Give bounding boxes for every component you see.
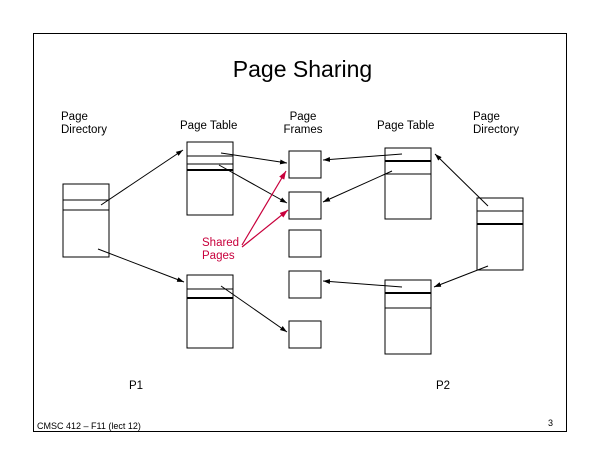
process-2-label: P2	[436, 380, 451, 392]
p2-page-table-label: Page Table	[377, 120, 435, 132]
arrow-shared-to-frame-1	[241, 170, 287, 246]
page-frame-4	[288, 270, 322, 299]
page-frame-3	[288, 229, 322, 258]
arrow-p1-dir-to-table-upper	[100, 149, 184, 206]
page-title: Page Sharing	[232, 56, 373, 82]
p2-page-directory	[476, 197, 524, 271]
p2-page-directory-label: Page Directory	[473, 111, 520, 137]
arrow-p2-table-to-frame-2	[322, 170, 393, 203]
process-1-label: P1	[129, 380, 144, 392]
shared-pages-pointers	[241, 170, 289, 248]
footer-page-number: 3	[548, 418, 554, 428]
page-frames-label: Page Frames	[283, 111, 323, 137]
shared-pages-label: Shared Pages	[202, 237, 240, 263]
page-frame-2	[288, 191, 322, 220]
slide-border	[33, 33, 567, 432]
arrow-p2-dir-to-table-lower	[433, 265, 489, 288]
p1-page-table-label: Page Table	[180, 120, 238, 132]
arrow-p1-table-to-frame-5	[220, 285, 288, 333]
arrow-p2-table-to-frame-1	[322, 153, 403, 162]
arrow-p1-table-to-frame-2	[218, 164, 288, 204]
arrow-p2-table-to-frame-4	[322, 279, 403, 288]
p1-page-directory	[62, 183, 110, 258]
p1-page-directory-label: Page Directory	[61, 111, 108, 137]
p2-page-table-upper	[384, 147, 432, 220]
footer-course: CMSC 412 – F11 (lect 12)	[37, 421, 141, 431]
arrow-p2-dir-to-table-upper	[434, 153, 489, 207]
p1-page-table-lower	[186, 274, 234, 349]
arrow-shared-to-frame-2	[241, 209, 289, 248]
page-frame-5	[288, 320, 322, 349]
p1-page-table-upper	[186, 141, 234, 216]
p2-page-table-lower	[384, 279, 432, 355]
page-frame-1	[288, 150, 322, 179]
arrow-p1-table-to-frame-1	[220, 152, 288, 165]
arrow-p1-dir-to-table-lower	[97, 248, 185, 283]
